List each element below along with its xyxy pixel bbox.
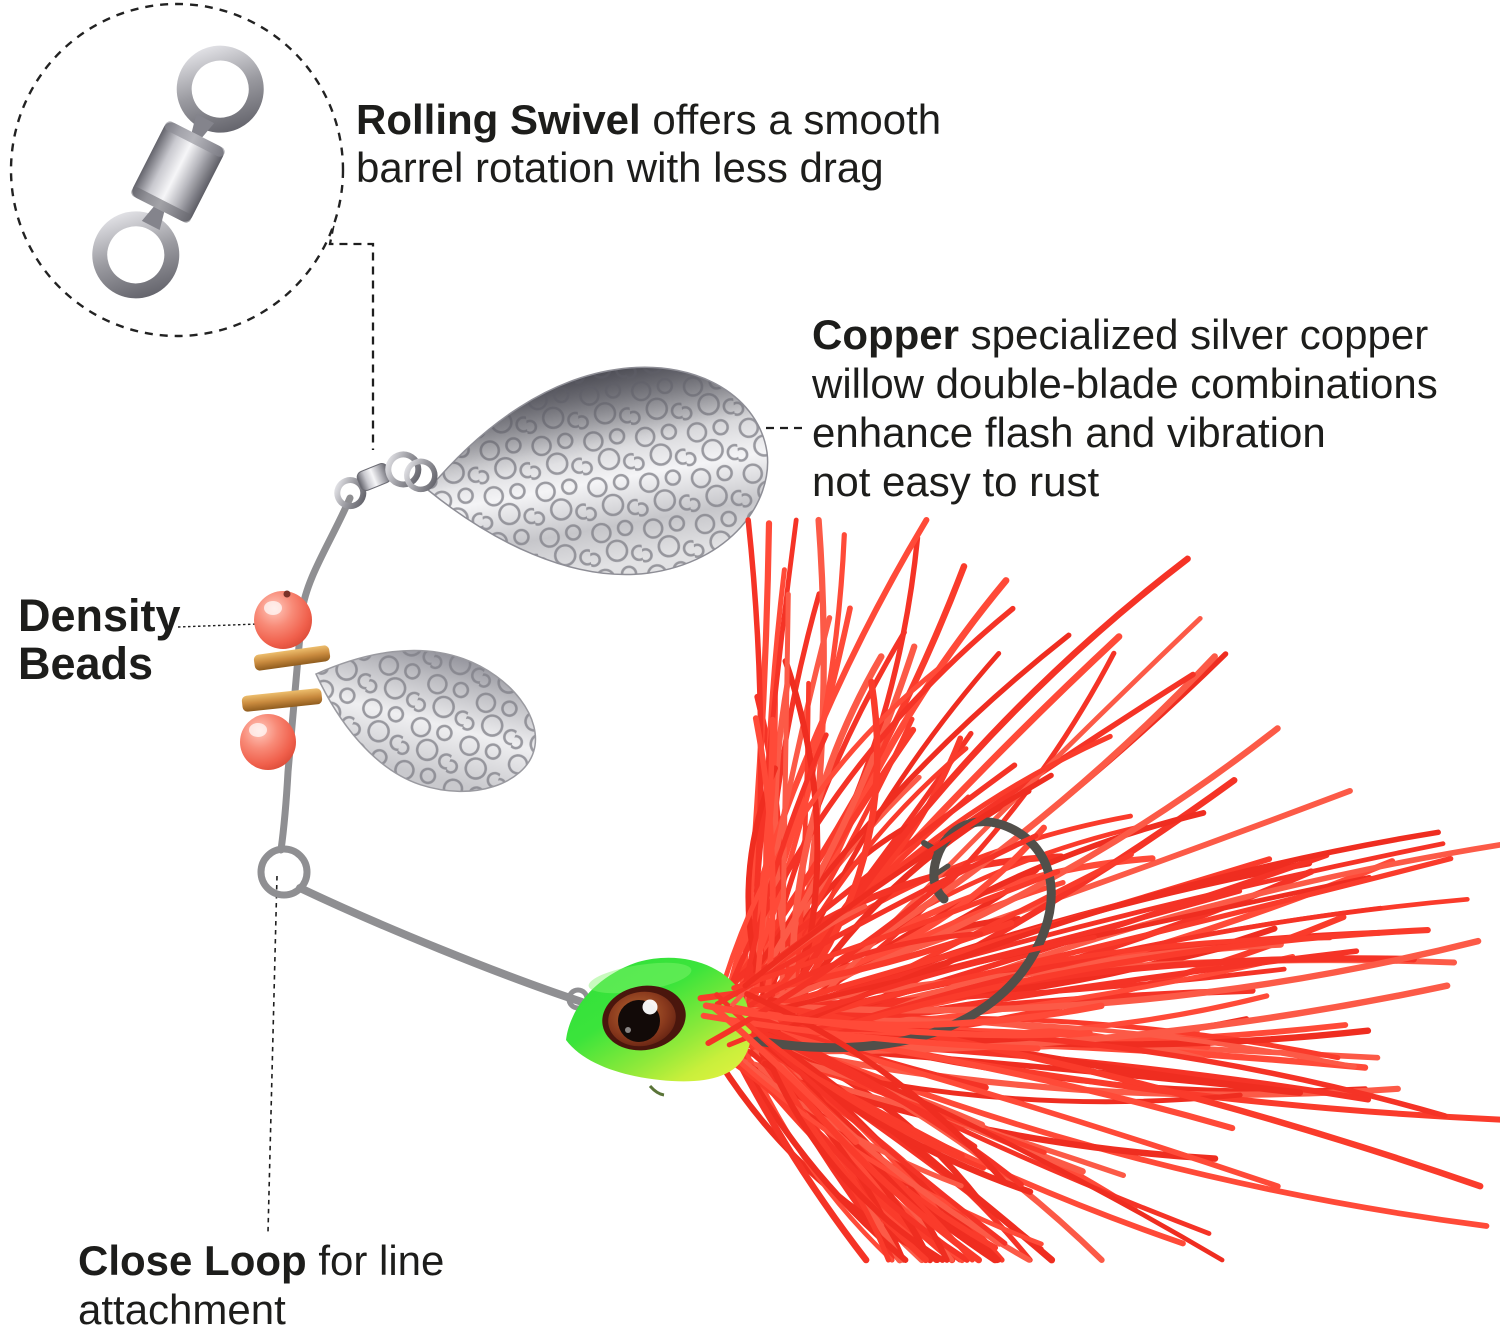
- lower-blade: [315, 649, 537, 793]
- leader-rolling-swivel: [328, 211, 375, 450]
- skirt-back: [715, 516, 1500, 1264]
- leader-density-beads: [177, 623, 259, 628]
- head-mouth-notch: [648, 1084, 665, 1097]
- skirt-strand: [705, 875, 951, 1046]
- skirt-strand: [702, 1002, 1105, 1029]
- skirt-strand: [752, 716, 776, 1006]
- skirt-strand: [770, 1038, 1056, 1264]
- callout-text: offers a smooth: [640, 96, 942, 143]
- callout-bold-text: Close Loop: [78, 1237, 307, 1284]
- callout-text: attachment: [78, 1286, 286, 1325]
- wire-lower-arm: [296, 884, 586, 1006]
- skirt-strand: [766, 841, 1446, 1017]
- skirt-strand: [742, 772, 1054, 989]
- density-bead-1: [254, 590, 312, 649]
- skirt-strand: [768, 1062, 946, 1263]
- skirt-strand: [730, 1059, 891, 1263]
- callout-density-beads: Density Beads: [18, 592, 181, 688]
- callout-copper-blades: Copper specialized silver copper willow …: [812, 310, 1438, 506]
- skirt-strand: [738, 1013, 1024, 1188]
- rolling-swivel-illustration: [92, 45, 264, 299]
- callout-text: barrel rotation with less drag: [356, 144, 884, 191]
- density-bead-2: [240, 714, 296, 770]
- skirt-strand: [739, 1034, 965, 1160]
- skirt-strand: [739, 1061, 1044, 1247]
- leader-lines: [177, 211, 808, 1233]
- blade-swivel: [334, 451, 438, 510]
- skirt-strand: [777, 733, 1113, 990]
- upper-blade: [426, 366, 769, 576]
- callout-text: for line: [306, 1237, 445, 1284]
- swivel-inset: [9, 2, 345, 338]
- skirt-strand: [744, 991, 1008, 1186]
- close-loop[interactable]: [257, 845, 311, 899]
- skirt-strand: [731, 869, 1061, 991]
- callout-bold-text: Rolling Swivel: [356, 96, 641, 143]
- callout-close-loop: Close Loop for line attachment: [78, 1236, 444, 1325]
- callout-text: willow double-blade combinations: [812, 360, 1438, 407]
- skirt-front: [697, 772, 1105, 1246]
- skirt-strand: [762, 633, 1123, 1012]
- callout-text: specialized silver copper: [959, 311, 1429, 358]
- callout-rolling-swivel: Rolling Swivel offers a smooth barrel ro…: [356, 96, 941, 192]
- callout-bold-text: Copper: [812, 311, 959, 358]
- hook-barb: [930, 863, 951, 879]
- skirt-strand: [722, 665, 942, 982]
- skirt-strand: [722, 632, 1072, 1019]
- clevis-upper: [253, 645, 331, 671]
- lure-eye: [602, 985, 686, 1051]
- clevis-lower: [241, 688, 323, 712]
- spinnerbait: [240, 366, 1500, 1264]
- callout-bold-text: Beads: [18, 638, 154, 689]
- callout-text: enhance flash and vibration: [812, 409, 1326, 456]
- lure-head: [566, 957, 752, 1097]
- callout-bold-text: Density: [18, 590, 181, 641]
- skirt-strand: [747, 931, 984, 1008]
- callout-text: not easy to rust: [812, 458, 1100, 505]
- skirt-strand: [776, 927, 1431, 1049]
- leader-close-loop: [267, 875, 278, 1233]
- skirt-strand: [727, 1006, 986, 1171]
